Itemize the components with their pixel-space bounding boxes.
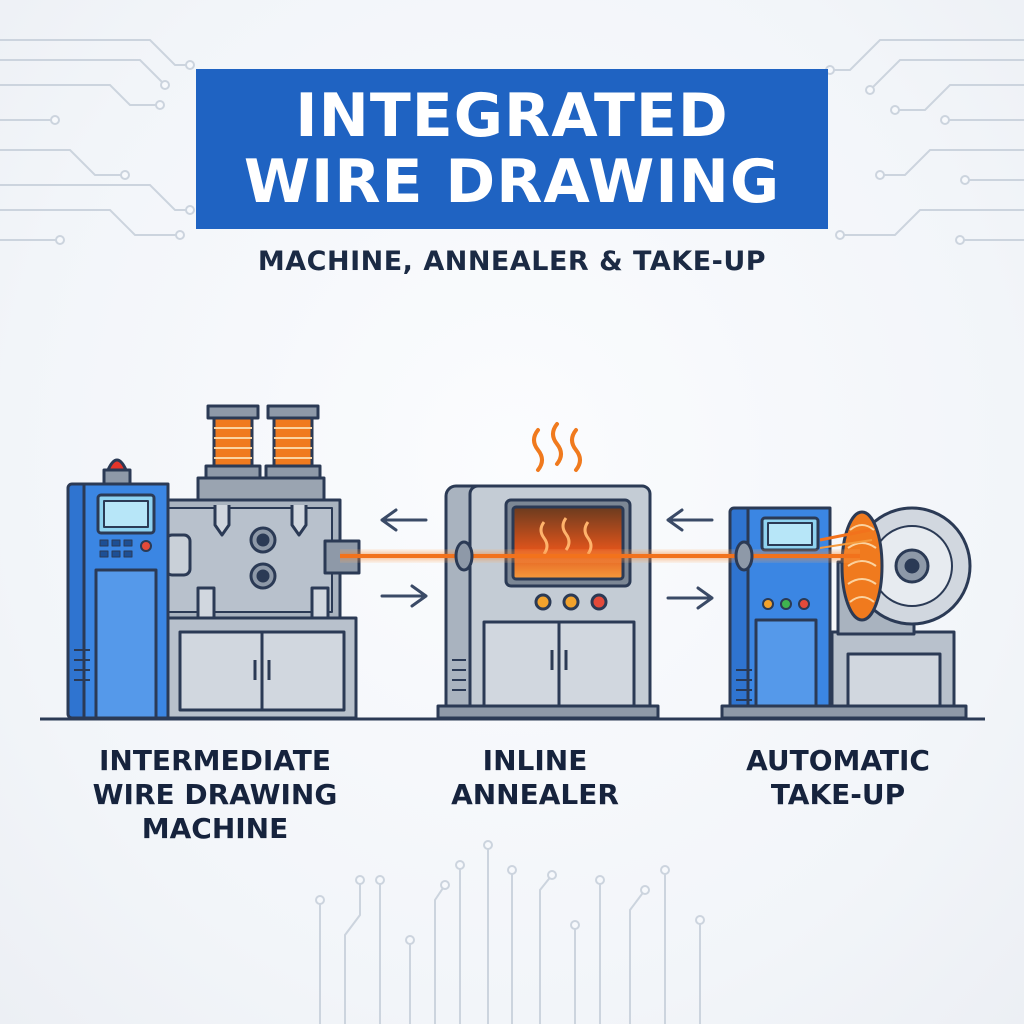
arrow-left-icon [380, 508, 428, 532]
stage-label-line: MACHINE [141, 812, 289, 845]
flow-arrows [380, 508, 714, 610]
spool-2 [264, 404, 322, 480]
stage-label-line: WIRE DRAWING [92, 778, 338, 811]
stage-label-line: INLINE [482, 744, 588, 777]
stage-label-line: TAKE-UP [770, 778, 906, 811]
take-up-machine [720, 506, 972, 720]
title-line-1: INTEGRATED [295, 81, 729, 151]
arrow-right-icon [380, 584, 428, 608]
title-banner: INTEGRATED WIRE DRAWING [196, 69, 828, 229]
production-line-illustration [40, 404, 985, 721]
annealer-machine [436, 484, 660, 720]
subtitle: MACHINE, ANNEALER & TAKE-UP [257, 246, 767, 277]
stage-label-annealer: INLINE ANNEALER [420, 744, 650, 812]
spool-1 [204, 404, 262, 480]
heat-waves-icon [532, 422, 582, 472]
title-line-2: WIRE DRAWING [243, 147, 781, 217]
arrow-right-icon [666, 586, 714, 610]
stage-label-line: ANNEALER [451, 778, 619, 811]
stage-label-take-up: AUTOMATIC TAKE-UP [728, 744, 948, 812]
wire-drawing-machine [66, 404, 361, 720]
arrow-left-icon [666, 508, 714, 532]
stage-label-line: AUTOMATIC [746, 744, 930, 777]
stage-label-drawing: INTERMEDIATE WIRE DRAWING MACHINE [70, 744, 360, 846]
stage-label-line: INTERMEDIATE [98, 744, 331, 777]
